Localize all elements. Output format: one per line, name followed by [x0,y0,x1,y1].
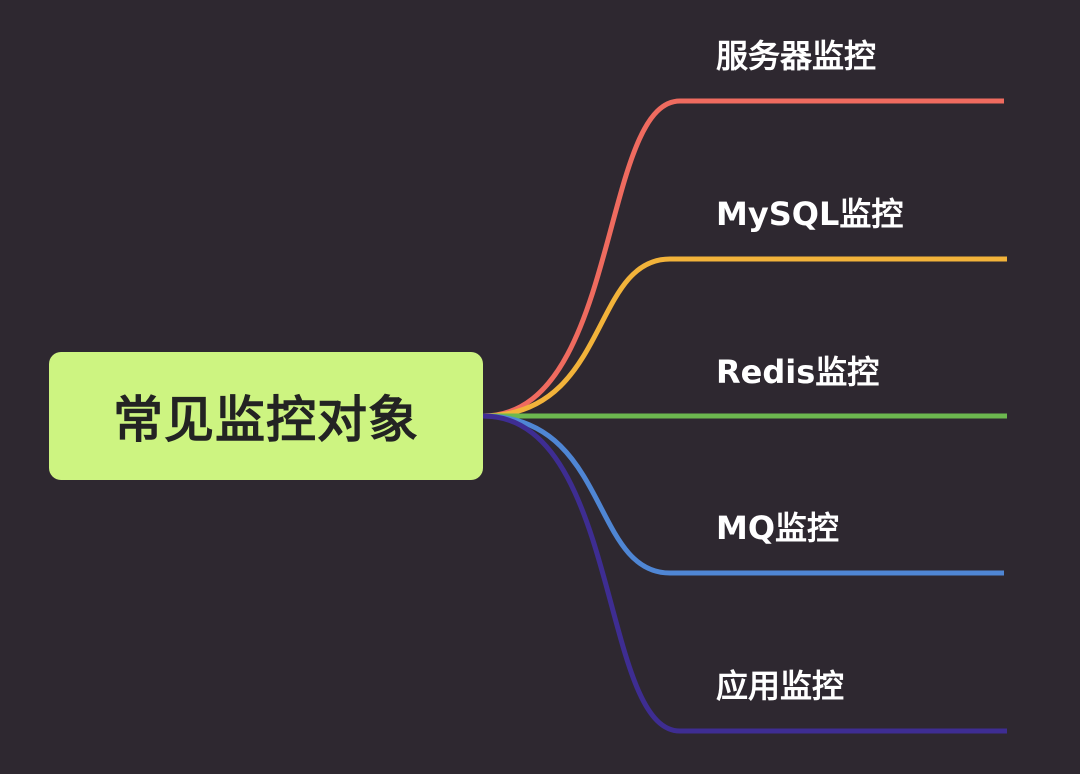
root-node[interactable]: 常见监控对象 [49,352,483,480]
branch-label-mysql[interactable]: MySQL监控 [716,195,904,233]
branch-line-mq [482,413,1004,576]
branch-label-server[interactable]: 服务器监控 [716,37,877,75]
root-node-label: 常见监控对象 [113,391,419,449]
branch-label-redis[interactable]: Redis监控 [716,353,880,391]
branch-label-app[interactable]: 应用监控 [716,667,845,705]
branch-line-server [482,98,1004,419]
branch-label-mq[interactable]: MQ监控 [716,509,840,547]
branch-line-mysql [482,256,1007,419]
branch-line-app [482,413,1007,734]
